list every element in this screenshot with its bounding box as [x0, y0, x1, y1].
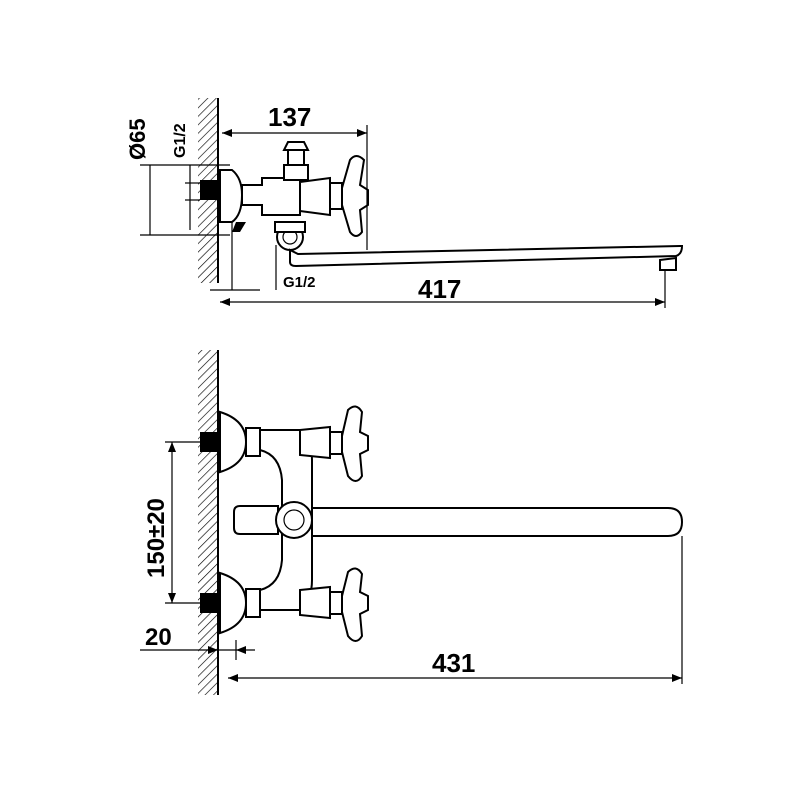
- eccentric-upper: [245, 427, 261, 457]
- front-view: 150±20 20 431: [140, 350, 684, 695]
- spout-tip: [659, 256, 677, 271]
- dim-150-arrow-bottom: [168, 593, 176, 603]
- dim-20-arrow-right: [236, 646, 246, 654]
- lower-valve-body: [299, 585, 331, 620]
- flange-lower: [219, 571, 248, 635]
- dim-20-arrow-left: [208, 646, 218, 654]
- spout-swivel-front: [275, 501, 313, 539]
- wall-flange-top: [219, 169, 244, 223]
- dim-width-137: 137: [268, 102, 311, 132]
- dim-431-arrow-left: [228, 674, 238, 682]
- dim-137-arrow-left: [222, 129, 232, 137]
- dim-431-arrow-right: [672, 674, 682, 682]
- right-valve-nut: [329, 182, 343, 210]
- spout-side: [289, 245, 684, 268]
- upper-cross-handle: [341, 405, 369, 482]
- thread-pipe-upper: [200, 432, 222, 452]
- mixer-body-side: [241, 177, 301, 216]
- top-handle-neck: [287, 149, 305, 166]
- lower-valve-nut: [329, 591, 343, 615]
- dim-150-arrow-top: [168, 442, 176, 452]
- dim-spacing-150: 150±20: [143, 498, 170, 578]
- dim-length-417: 417: [418, 274, 461, 304]
- spout-swivel-front-inner: [283, 509, 305, 531]
- dim-thread-top: G1/2: [172, 123, 189, 158]
- cross-handle-side: [341, 155, 369, 237]
- spout-front: [311, 507, 684, 537]
- top-handle-cap: [282, 141, 310, 151]
- dim-137-arrow-right: [357, 129, 367, 137]
- wall-hatch-bottom: [198, 350, 218, 695]
- dim-length-431: 431: [432, 648, 475, 678]
- spout-swivel-base: [274, 221, 306, 233]
- dim-offset-20: 20: [145, 624, 172, 651]
- side-view: Ø65 G1/2 137 G1/2 417: [125, 98, 684, 308]
- thread-pipe-top: [200, 180, 222, 200]
- flange-upper: [219, 410, 248, 474]
- dim-417-arrow-right: [655, 298, 665, 306]
- right-valve-body: [299, 176, 331, 217]
- upper-valve-nut: [329, 431, 343, 455]
- collar-top: [232, 222, 246, 232]
- dim-diameter-65: Ø65: [125, 118, 150, 160]
- valve-stem-top: [283, 164, 309, 181]
- thread-pipe-lower: [200, 593, 222, 613]
- dim-417-arrow-left: [220, 298, 230, 306]
- eccentric-lower: [245, 588, 261, 618]
- dim-thread-spout: G1/2: [283, 274, 316, 291]
- spout-connector: [233, 505, 279, 535]
- lower-cross-handle: [341, 567, 369, 642]
- upper-valve-body: [299, 425, 331, 460]
